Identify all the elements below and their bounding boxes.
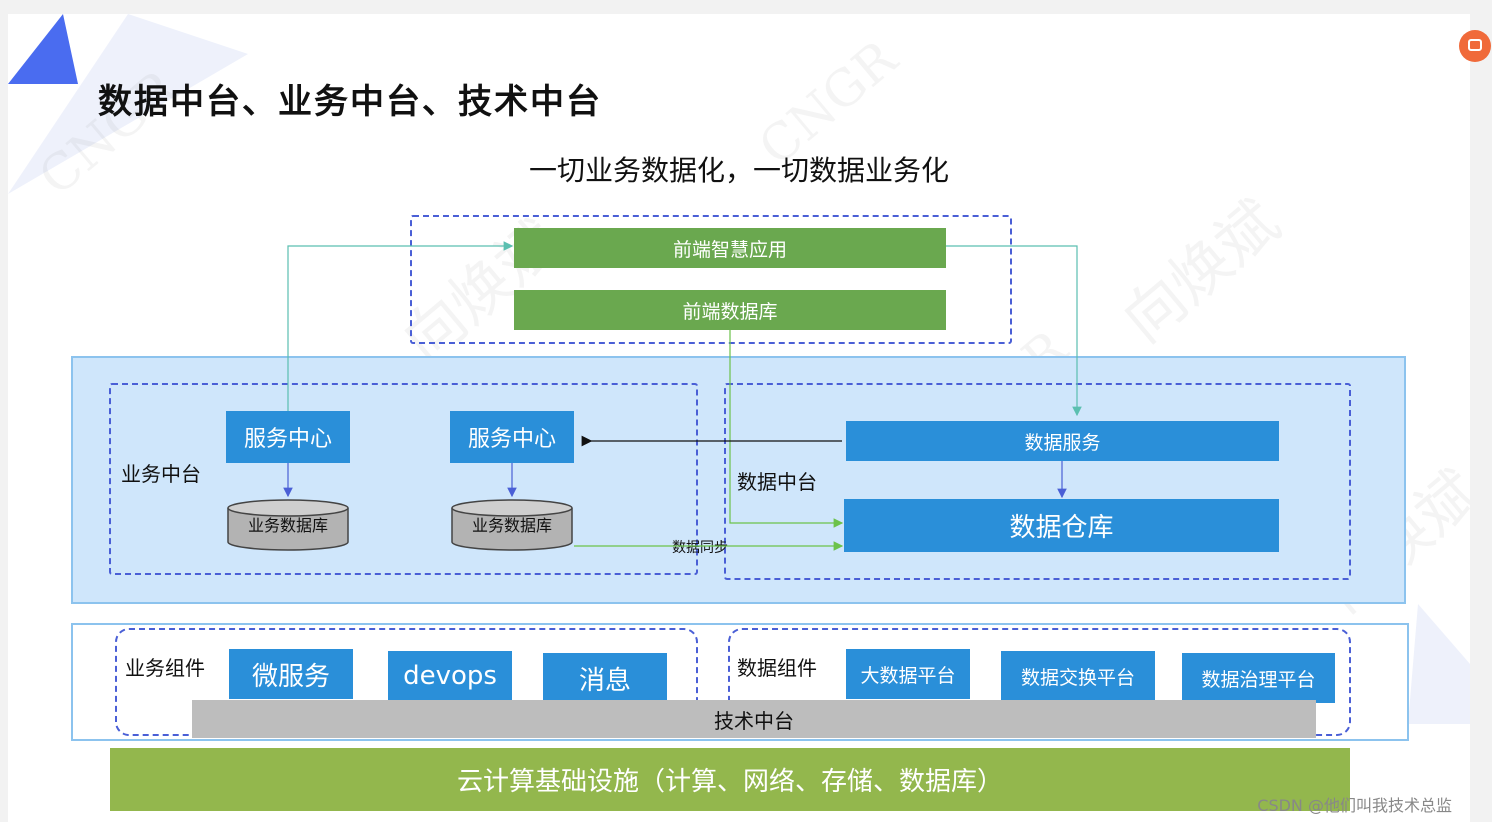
subtitle: 一切业务数据化，一切数据业务化 (528, 154, 949, 187)
floating-action-button[interactable] (1459, 30, 1491, 62)
tech-platform-bar: 技术中台 (192, 700, 1316, 738)
data-platform-group (724, 383, 1351, 580)
business-components-label: 业务组件 (125, 656, 205, 680)
data-service: 数据服务 (846, 421, 1279, 461)
middle-platform-area (71, 356, 1406, 604)
data-components-label: 数据组件 (737, 656, 817, 680)
slide: 向焕斌 向焕斌 向焕斌 CNGR CNGR CNGR 数据中台、业务中台、技术中… (8, 14, 1470, 822)
component-data-governance-platform: 数据治理平台 (1182, 653, 1335, 703)
component-data-exchange-platform: 数据交换平台 (1001, 651, 1155, 701)
front-smart-app: 前端智慧应用 (514, 228, 946, 268)
business-database-label: 业务数据库 (247, 516, 328, 535)
business-platform-group (109, 383, 698, 575)
front-end-group (410, 215, 1012, 344)
service-center-2: 服务中心 (450, 411, 574, 463)
service-center-1: 服务中心 (226, 411, 350, 463)
component-big-data-platform: 大数据平台 (846, 649, 970, 699)
component-message: 消息 (543, 653, 667, 703)
service-to-app-line (287, 241, 514, 411)
connectors (283, 241, 1082, 551)
cloud-infrastructure: 云计算基础设施（计算、网络、存储、数据库） (110, 748, 1350, 811)
app-to-data-service-line (946, 245, 1082, 417)
data-warehouse: 数据仓库 (844, 499, 1279, 552)
chat-icon (1468, 39, 1482, 51)
business-database-label: 业务数据库 (471, 516, 552, 535)
corner-decoration (8, 14, 248, 194)
business-database-1: 业务数据库 (226, 498, 350, 552)
data-platform-label: 数据中台 (737, 470, 817, 494)
business-database-2: 业务数据库 (450, 498, 574, 552)
front-db-to-warehouse-line (729, 330, 844, 528)
business-platform-label: 业务中台 (121, 462, 201, 486)
component-devops: devops (388, 651, 512, 701)
component-microservice: 微服务 (229, 649, 353, 699)
csdn-credit: CSDN @他们叫我技术总监 (1257, 796, 1452, 815)
front-database: 前端数据库 (514, 290, 946, 330)
data-sync-label: 数据同步 (672, 540, 728, 556)
corner-decoration-right (1408, 604, 1470, 724)
page-title: 数据中台、业务中台、技术中台 (98, 82, 602, 122)
